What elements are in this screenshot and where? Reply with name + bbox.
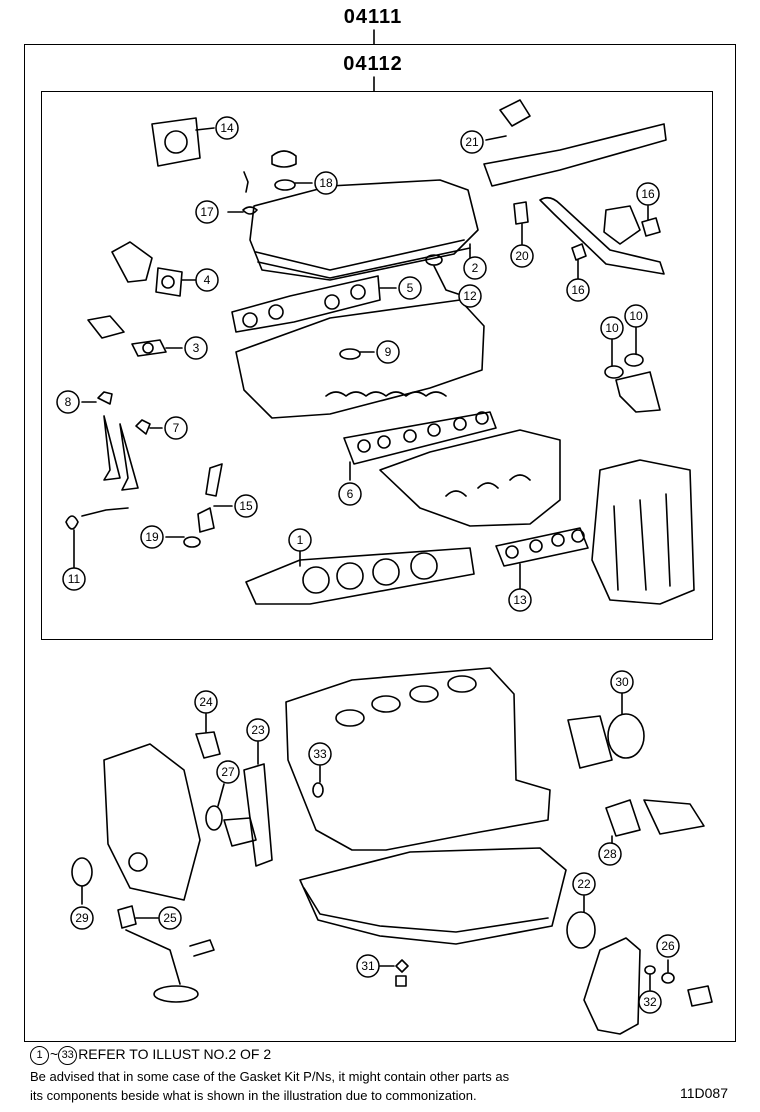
callout-9: 9 (385, 345, 392, 359)
callout-4: 4 (204, 273, 211, 287)
callout-24: 24 (199, 695, 213, 709)
callout-23: 23 (251, 723, 265, 737)
callout-29: 29 (75, 911, 89, 925)
callout-17: 17 (200, 205, 214, 219)
callout-22: 22 (577, 877, 591, 891)
callout-8: 8 (65, 395, 72, 409)
callout-31: 31 (361, 959, 375, 973)
range-end-callout: 33 (58, 1046, 78, 1065)
callout-13: 13 (513, 593, 527, 607)
callout-16-upper: 16 (641, 187, 655, 201)
callout-21: 21 (465, 135, 479, 149)
advisory-note-line-2: its components beside what is shown in t… (30, 1088, 477, 1103)
kit-number-outer: 04111 (343, 6, 403, 28)
callout-25: 25 (163, 911, 177, 925)
callout-16-lower: 16 (571, 283, 585, 297)
callout-12: 12 (463, 289, 477, 303)
range-start-callout: 1 (30, 1046, 49, 1065)
callout-11: 11 (68, 572, 81, 586)
callout-28: 28 (603, 847, 617, 861)
callout-2: 2 (472, 261, 479, 275)
callout-27: 27 (221, 765, 235, 779)
callout-3: 3 (193, 341, 200, 355)
inner-kit-frame (41, 91, 713, 640)
callout-6: 6 (347, 487, 354, 501)
callout-33: 33 (313, 747, 327, 761)
kit-number-inner: 04112 (343, 53, 403, 75)
callout-30: 30 (615, 675, 629, 689)
callout-14: 14 (220, 121, 234, 135)
callout-10-right: 10 (629, 309, 643, 323)
callout-10-left: 10 (605, 321, 619, 335)
callout-32: 32 (643, 995, 657, 1009)
advisory-note-line-1: Be advised that in some case of the Gask… (30, 1069, 510, 1084)
reference-text: REFER TO ILLUST NO.2 OF 2 (78, 1046, 272, 1063)
range-separator: ~ (50, 1046, 59, 1063)
callout-20: 20 (515, 249, 529, 263)
callout-19: 19 (145, 530, 159, 544)
callout-15: 15 (239, 499, 253, 513)
callout-26: 26 (661, 939, 675, 953)
callout-7: 7 (173, 421, 180, 435)
callout-5: 5 (407, 281, 414, 295)
illustration-code: 11D087 (680, 1085, 729, 1101)
callout-1: 1 (297, 533, 304, 547)
outer-kit-frame (24, 44, 736, 1042)
callout-18: 18 (319, 176, 333, 190)
